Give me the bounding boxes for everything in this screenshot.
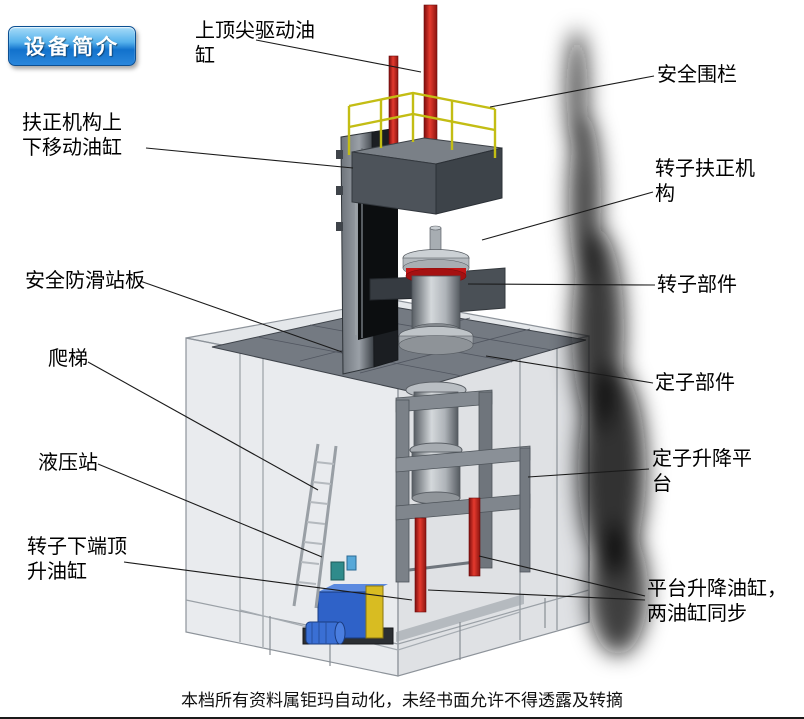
stator-lift-frame bbox=[395, 389, 531, 583]
leader-rotor-centering bbox=[481, 191, 654, 241]
callout-rotor-part: 转子部件 bbox=[657, 272, 737, 296]
leader-centering-cylinder bbox=[145, 147, 354, 169]
leader-rotor-part bbox=[467, 283, 656, 286]
leader-lines bbox=[87, 39, 656, 601]
callout-ladder: 爬梯 bbox=[48, 346, 88, 370]
equipment-intro-badge: 设备简介 bbox=[8, 26, 136, 66]
leader-platform-cylinder-2 bbox=[427, 589, 646, 601]
leader-rotor-jack-cylinder bbox=[123, 561, 413, 601]
access-ladder bbox=[292, 443, 338, 609]
leader-stator-part bbox=[485, 355, 654, 384]
bottom-border bbox=[0, 717, 804, 719]
callout-antislip-platform: 安全防滑站板 bbox=[25, 268, 145, 292]
leader-hydraulic-station bbox=[97, 463, 323, 558]
callout-stator-part: 定子部件 bbox=[655, 370, 735, 394]
shadow-smoke bbox=[566, 30, 648, 655]
callout-rotor-centering-mechanism: 转子扶正机 构 bbox=[655, 156, 755, 205]
leader-antislip-platform bbox=[139, 280, 343, 353]
leader-stator-lift-platform bbox=[527, 468, 650, 478]
leader-safety-fence bbox=[489, 75, 655, 108]
callout-rotor-bottom-jack-cylinder: 转子下端顶 升油缸 bbox=[27, 534, 127, 583]
callout-platform-lift-cylinders: 平台升降油缸， 两油缸同步 bbox=[647, 576, 787, 625]
platform-lift-cylinder-rods bbox=[414, 497, 481, 613]
hydraulic-station-unit bbox=[302, 555, 394, 645]
leader-top-drive-cylinder bbox=[255, 39, 422, 73]
copyright-note: 本档所有资料属钜玛自动化，未经书面允许不得透露及转摘 bbox=[181, 691, 623, 711]
callout-top-drive-cylinder: 上顶尖驱动油 缸 bbox=[195, 18, 315, 67]
callout-safety-fence: 安全围栏 bbox=[657, 62, 737, 86]
leader-ladder bbox=[87, 361, 319, 491]
callout-stator-lift-platform: 定子升降平 台 bbox=[652, 446, 752, 495]
crosshead-box bbox=[351, 137, 503, 215]
callout-centering-updown-cylinder: 扶正机构上 下移动油缸 bbox=[22, 110, 122, 159]
safety-railing bbox=[347, 91, 497, 158]
rotor-assembly bbox=[398, 225, 474, 355]
callout-hydraulic-station: 液压站 bbox=[38, 450, 98, 474]
leader-platform-cylinder-1 bbox=[478, 555, 646, 597]
